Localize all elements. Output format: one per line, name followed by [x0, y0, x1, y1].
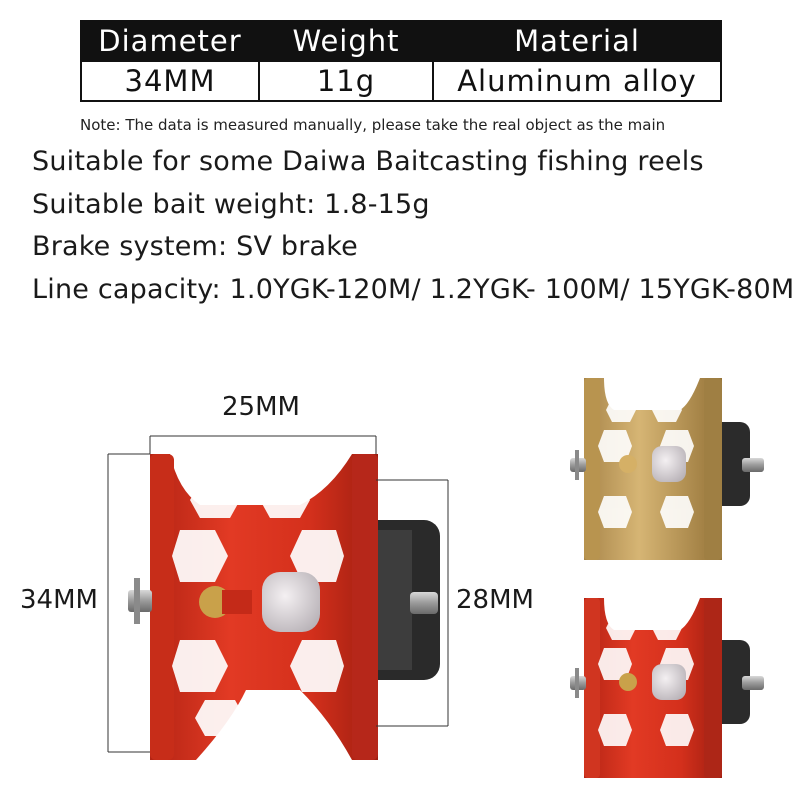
spec-header-weight: Weight	[258, 20, 434, 62]
spool-left-flange	[150, 454, 174, 760]
spool-brake-cap	[262, 572, 320, 632]
spool-shaft	[410, 592, 438, 614]
dimension-lines	[107, 435, 449, 753]
inner-diameter-dimension-label: 28MM	[456, 585, 534, 615]
red-spool-small	[570, 598, 764, 778]
feature-compatibility: Suitable for some Daiwa Baitcasting fish…	[32, 146, 704, 177]
width-dimension-label: 25MM	[222, 392, 300, 422]
feature-brake-system: Brake system: SV brake	[32, 231, 358, 262]
spec-header-material: Material	[432, 20, 722, 62]
spec-value-material: Aluminum alloy	[432, 60, 722, 102]
spec-value-row: 34MM 11g Aluminum alloy	[80, 60, 722, 102]
spec-header-diameter: Diameter	[80, 20, 260, 62]
spec-value-weight: 11g	[258, 60, 434, 102]
feature-line-capacity: Line capacity: 1.0YGK-120M/ 1.2YGK- 100M…	[32, 274, 795, 305]
spool-right-flange	[352, 454, 378, 760]
diameter-dimension-label: 34MM	[20, 585, 98, 615]
spec-table: Diameter Weight Material 34MM 11g Alumin…	[80, 20, 722, 102]
gold-spool-small	[570, 378, 764, 560]
spec-value-diameter: 34MM	[80, 60, 260, 102]
feature-bait-weight: Suitable bait weight: 1.8-15g	[32, 189, 430, 220]
spec-header-row: Diameter Weight Material	[80, 20, 722, 62]
measurement-note: Note: The data is measured manually, ple…	[80, 116, 666, 134]
spool-hex-holes	[172, 482, 344, 736]
red-spool-large	[128, 454, 440, 760]
